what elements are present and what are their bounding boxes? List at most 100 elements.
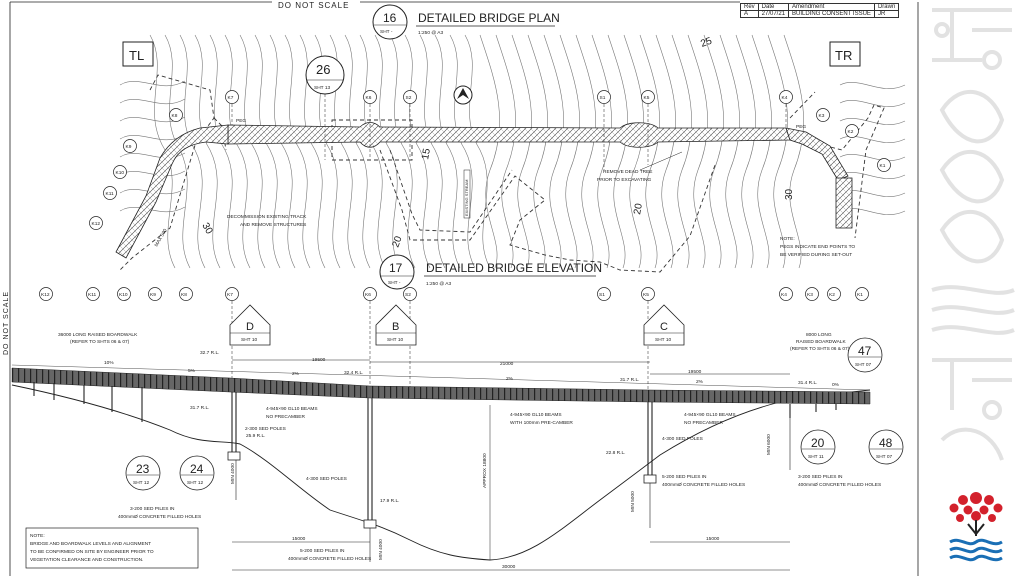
contour-label: 30 [199, 221, 214, 237]
rl-label: 22.8 R.L. [606, 450, 625, 456]
contour-line [194, 34, 221, 269]
contour-line [655, 34, 676, 269]
grid-marker-bubble [123, 139, 137, 153]
grid-marker-label: K10 [119, 292, 128, 298]
section-letter: C [660, 321, 668, 333]
contour-line [703, 34, 724, 269]
boardwalk-right-label: 8000 LONG [806, 332, 832, 338]
contour-line [374, 34, 401, 269]
zone-tl-label: TL [129, 48, 144, 63]
plan-number-bubble [372, 4, 408, 40]
contour-line [254, 34, 281, 269]
section-letter: B [392, 321, 399, 333]
pohutukawa-logo-icon [930, 478, 1022, 572]
contour-line [389, 34, 416, 269]
rev-header: Drawn [873, 3, 900, 11]
contour-line [119, 170, 186, 177]
grid-marker-label: K3 [807, 292, 813, 298]
grid-marker-bubble [363, 90, 377, 104]
contour-line [839, 100, 906, 107]
pile-label: 3-200 SED PILES IN [130, 506, 175, 512]
rev-cell: JR [873, 10, 900, 18]
rl-label: 31.4 R.L. [798, 380, 817, 386]
contour-line [419, 34, 446, 269]
contour-label: 20 [632, 202, 645, 215]
do-not-scale-side: DO NOT SCALE [3, 291, 10, 355]
contour-line [575, 34, 596, 269]
grid-marker-bubble [363, 287, 377, 301]
contour-line [511, 34, 532, 269]
detail-bubble [800, 429, 836, 465]
beam-label: NO PRECAMBER [684, 420, 723, 426]
contour-line [495, 34, 516, 269]
detail-sheet: SHT 12 [133, 480, 150, 486]
grid-marker-label: K1 [857, 292, 863, 298]
pile-label: 400mmØ CONCRETE FILLED HOLES [118, 514, 201, 520]
contour-line [119, 152, 186, 159]
contour-line [179, 34, 206, 269]
grid-marker-bubble [225, 90, 239, 104]
contour-line [839, 136, 906, 143]
revision-table: Rev Date Amendment Drawn A 27/07/21 BUIL… [740, 3, 900, 18]
grid-marker-label: K3 [819, 113, 825, 119]
span-dimension: 19500 [688, 369, 702, 375]
elevation-number: 17 [389, 261, 403, 275]
remove-tree-note-1: REMOVE DEAD TREE [603, 169, 653, 175]
detail-number: 23 [136, 462, 150, 476]
elevation-title: DETAILED BRIDGE ELEVATION [426, 261, 602, 275]
grid-marker-label: K9 [126, 144, 132, 150]
detail-sheet: SHT 07 [855, 362, 872, 368]
contour-line [209, 34, 236, 269]
grade-label: 2% [506, 376, 514, 382]
grid-marker-bubble [779, 90, 793, 104]
grid-marker-label: K2 [848, 129, 854, 135]
rl-label: 31.7 R.L. [190, 405, 209, 411]
pile-label: 5-200 SED PILES IN [300, 548, 345, 554]
pile-label: 5-200 SED PILES IN [662, 474, 707, 480]
elevation-scale: 1:250 @ A3 [426, 281, 451, 287]
pole-label: 4-300 SED POLES [662, 436, 703, 442]
contour-line [607, 34, 628, 269]
grade-label: 2% [696, 379, 704, 385]
note-line: NOTE: [30, 533, 45, 539]
elevation-sheet: SHT - [388, 280, 401, 286]
contour-line [284, 34, 311, 269]
vertical-dimension: MIN 6000 [766, 434, 772, 455]
contour-line [224, 34, 251, 269]
grid-marker-label: K4 [781, 292, 787, 298]
span-dimension: 15000 [706, 536, 720, 542]
zone-tl-box [122, 41, 154, 67]
grid-marker-bubble [403, 90, 417, 104]
detail-number: 24 [190, 462, 204, 476]
pole-label: 4-300 SED POLES [306, 476, 347, 482]
grid-marker-label: K9 [150, 292, 156, 298]
grid-marker-bubble [86, 287, 100, 301]
grid-marker-label: K12 [41, 292, 50, 298]
grid-marker-label: K2 [829, 292, 835, 298]
beam-label: 4-945×90 GL10 BEAMS [684, 412, 736, 418]
detail-sheet: SHT 12 [187, 480, 204, 486]
pile-label: 400mmØ CONCRETE FILLED HOLES [288, 556, 371, 562]
rl-label: 31.7 R.L. [620, 377, 639, 383]
grid-marker-bubble [89, 216, 103, 230]
grid-marker-bubble [179, 287, 193, 301]
span-dimension: 30000 [502, 564, 516, 570]
rl-label: 32.7 R.L. [200, 350, 219, 356]
beam-label: 4-945×90 GL10 BEAMS [266, 406, 318, 412]
contour-line [527, 34, 548, 269]
grid-marker-label: K4 [782, 95, 788, 101]
section-letter: D [246, 321, 254, 333]
plan-sheet: SHT - [380, 29, 393, 35]
section-marker [375, 304, 417, 346]
section-sheet: SHT 10 [655, 337, 672, 343]
plan-scale: 1:250 @ A3 [418, 30, 443, 36]
grade-label: 10% [104, 360, 114, 366]
contour-line [434, 34, 461, 269]
grade-label: 5% [188, 368, 196, 374]
grid-marker-bubble [117, 287, 131, 301]
contour-line [119, 134, 186, 141]
plan-title: DETAILED BRIDGE PLAN [418, 11, 560, 25]
grid-marker-bubble [597, 90, 611, 104]
contour-line [119, 98, 186, 105]
grid-marker-bubble [845, 124, 859, 138]
